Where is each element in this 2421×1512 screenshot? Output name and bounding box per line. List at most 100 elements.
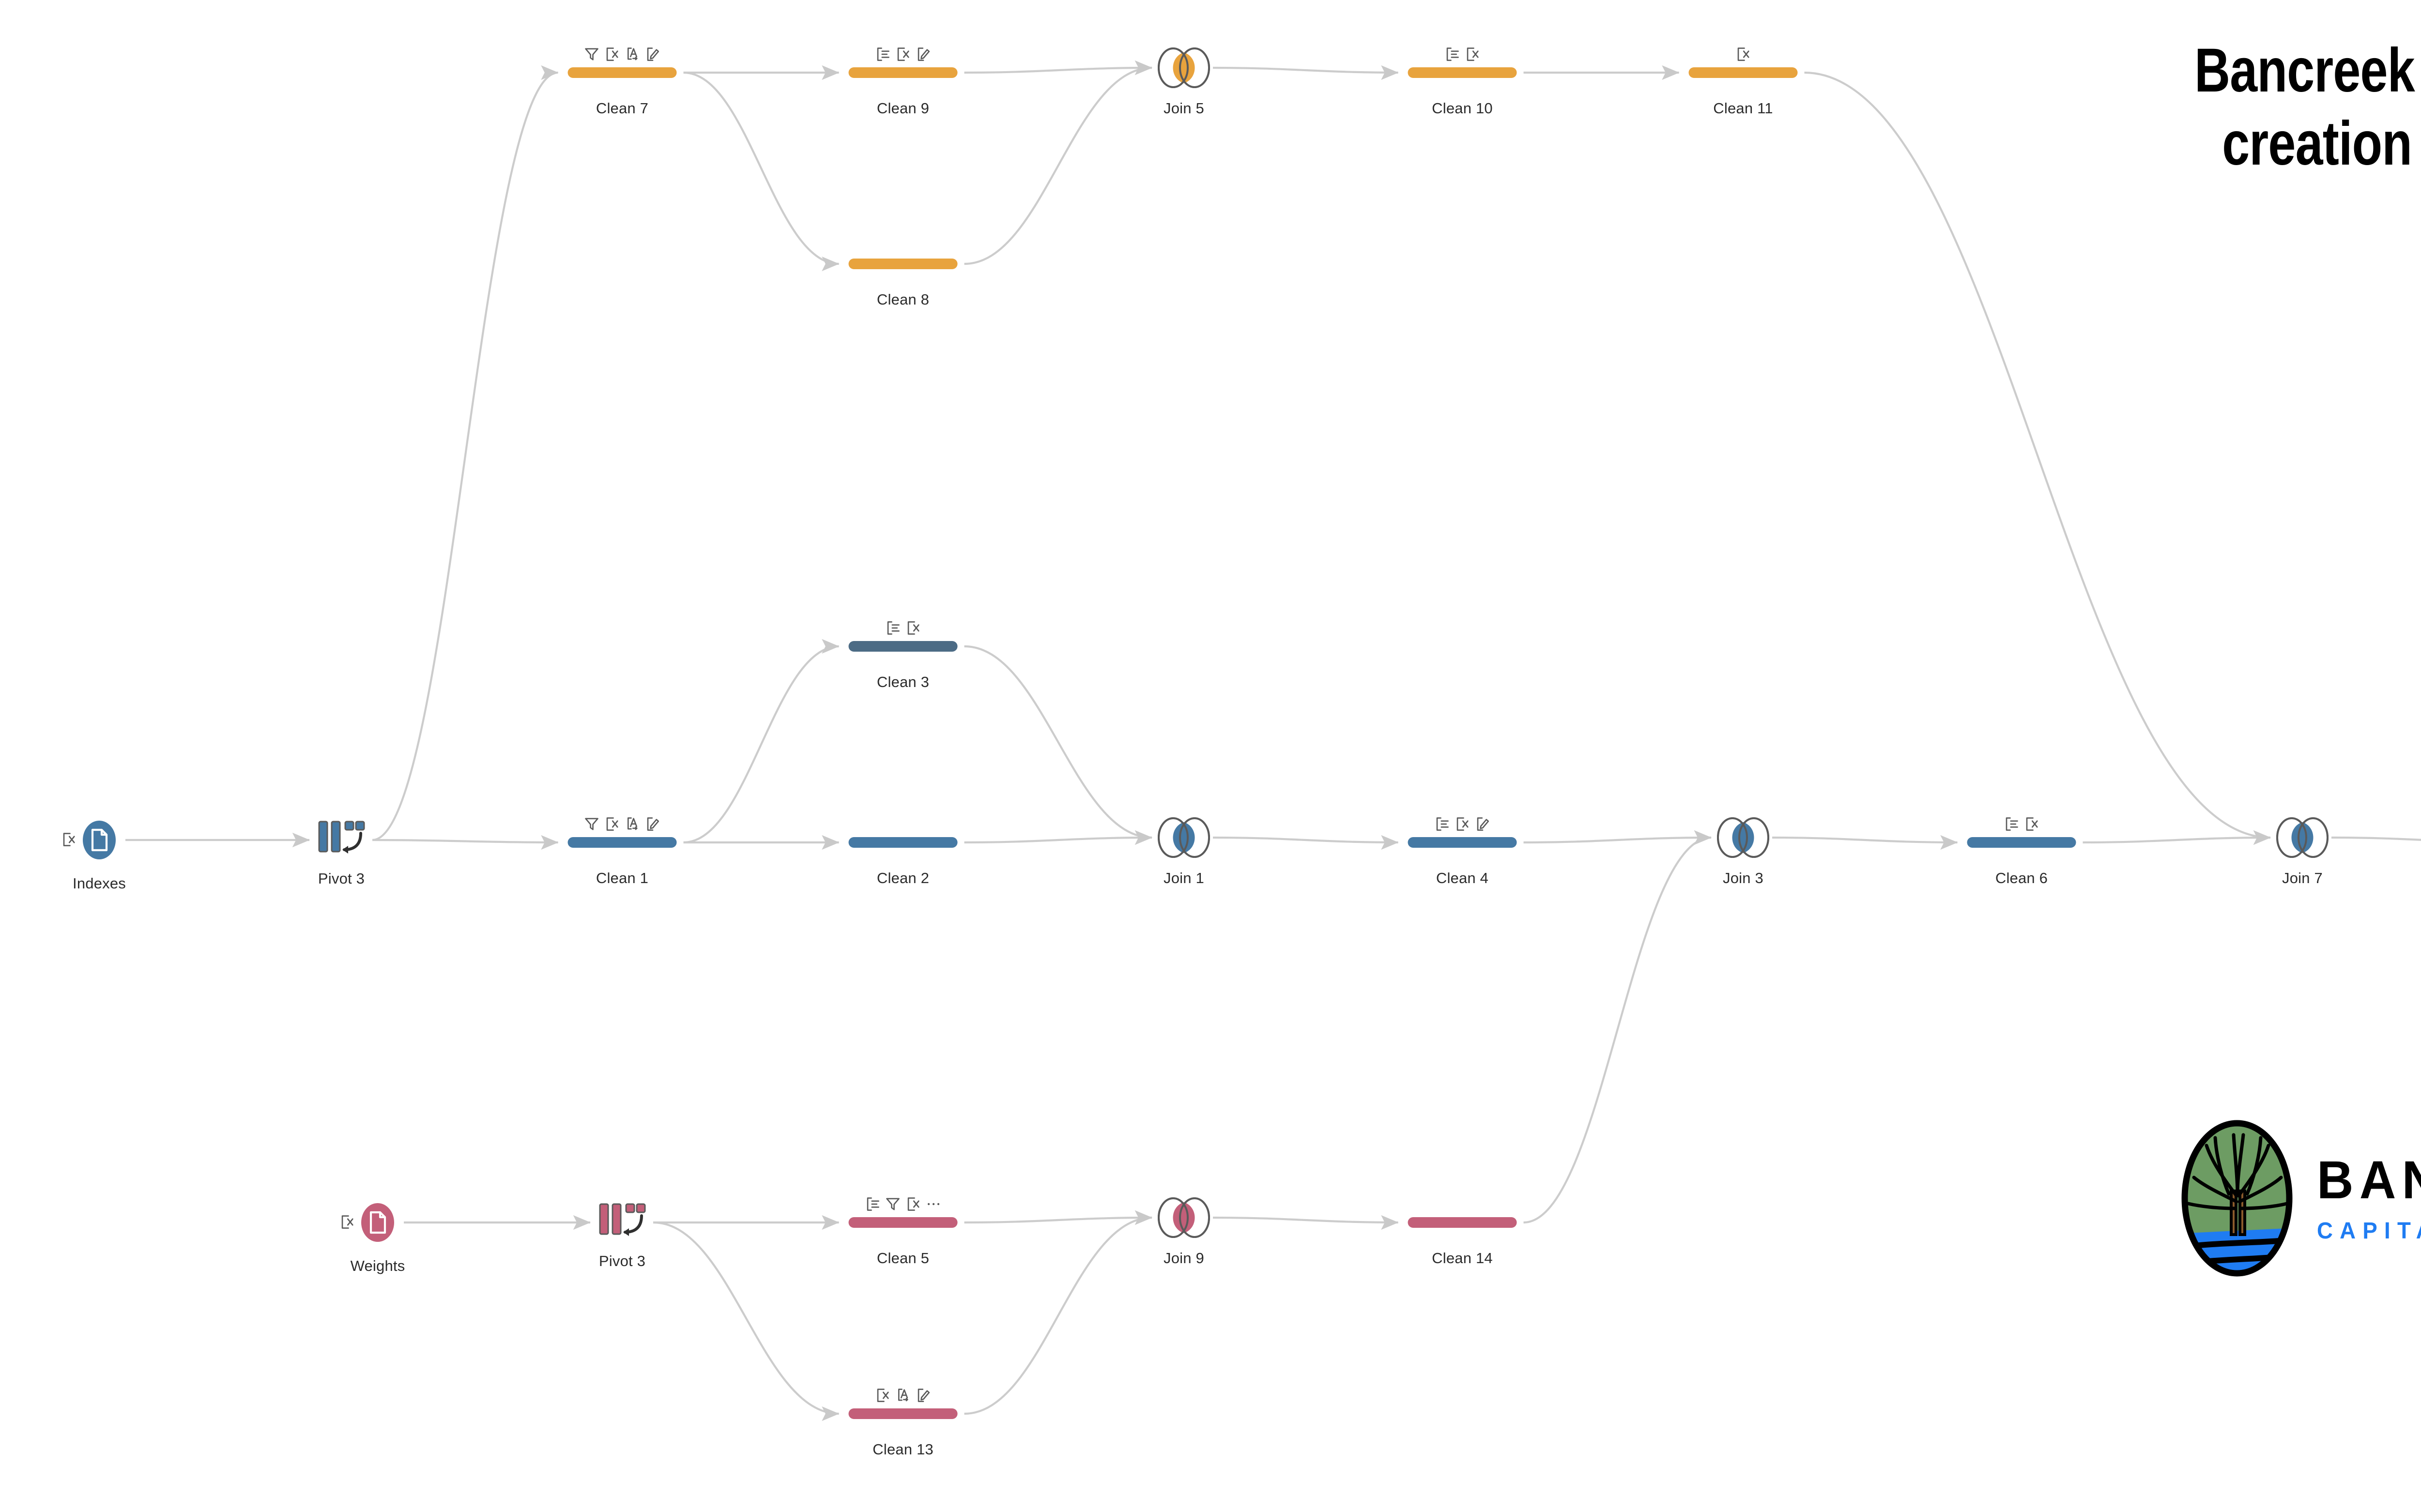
remove-column-x-icon[interactable] — [1737, 47, 1749, 61]
step-bar[interactable] — [848, 1408, 958, 1419]
pivot-arrow-head — [623, 1228, 629, 1236]
connector-clean3-to-join1 — [964, 645, 1152, 845]
split-column-icon[interactable] — [1436, 817, 1449, 831]
connector-clean5-to-join9 — [964, 1210, 1152, 1225]
node-join3[interactable] — [1717, 817, 1769, 858]
split-column-icon[interactable] — [1446, 47, 1459, 61]
node-join9[interactable] — [1158, 1197, 1210, 1238]
connector-pivot3a-to-clean1 — [372, 835, 559, 850]
node-join1[interactable] — [1158, 817, 1210, 858]
split-column-icon[interactable] — [877, 47, 889, 61]
node-label-weights: Weights — [350, 1257, 405, 1274]
step-bar[interactable] — [848, 837, 958, 848]
node-clean1[interactable] — [567, 817, 677, 848]
node-clean3[interactable] — [848, 621, 958, 652]
step-bar[interactable] — [1408, 67, 1517, 78]
node-clean14[interactable] — [1408, 1217, 1517, 1228]
step-bar[interactable] — [848, 641, 958, 652]
edit-pencil-icon[interactable] — [918, 1389, 930, 1402]
step-bar[interactable] — [567, 837, 677, 848]
step-bar[interactable] — [848, 67, 958, 78]
step-bar[interactable] — [1967, 837, 2076, 848]
remove-column-x-icon[interactable] — [63, 833, 75, 846]
step-bar[interactable] — [848, 259, 958, 269]
filter-funnel-icon[interactable] — [886, 1198, 900, 1210]
connector-pivot3a-to-clean7 — [372, 65, 559, 841]
filter-funnel-icon[interactable] — [585, 818, 598, 830]
node-clean9[interactable] — [848, 47, 958, 78]
node-label-clean7: Clean 7 — [596, 100, 649, 117]
node-weights[interactable] — [341, 1203, 394, 1242]
node-clean2[interactable] — [848, 837, 958, 848]
split-column-icon[interactable] — [887, 621, 900, 635]
step-bar[interactable] — [1688, 67, 1798, 78]
step-bar[interactable] — [1408, 837, 1517, 848]
connector-clean7-to-clean8 — [683, 71, 840, 272]
join-circle-left-outline — [1158, 1197, 1189, 1238]
split-column-icon[interactable] — [867, 1197, 879, 1211]
pivot-cell — [344, 821, 354, 831]
remove-column-x-icon[interactable] — [341, 1215, 353, 1229]
edit-pencil-icon[interactable] — [647, 817, 659, 831]
rename-field-a-icon[interactable] — [627, 47, 638, 61]
node-label-join1: Join 1 — [1164, 870, 1204, 886]
step-bar[interactable] — [1408, 1217, 1517, 1228]
node-join5[interactable] — [1158, 47, 1210, 88]
connector-clean1-to-clean3 — [683, 639, 840, 844]
remove-column-x-icon[interactable] — [1467, 47, 1479, 61]
edit-pencil-icon[interactable] — [918, 47, 930, 61]
node-label-pivot3b: Pivot 3 — [598, 1252, 646, 1269]
split-column-icon[interactable] — [2006, 817, 2018, 831]
remove-column-x-icon[interactable] — [2026, 817, 2038, 831]
join-circle-left-outline — [1717, 817, 1748, 858]
filter-funnel-icon[interactable] — [585, 48, 598, 61]
node-clean4[interactable] — [1408, 817, 1517, 848]
node-clean13[interactable] — [848, 1389, 958, 1420]
node-label-clean10: Clean 10 — [1432, 100, 1493, 117]
node-label-clean14: Clean 14 — [1432, 1250, 1493, 1267]
node-join7[interactable] — [2276, 817, 2329, 858]
node-label-clean4: Clean 4 — [1436, 870, 1489, 886]
node-clean5[interactable] — [848, 1197, 958, 1228]
join-circle-right-outline — [1179, 47, 1210, 88]
edit-pencil-icon[interactable] — [1477, 817, 1489, 831]
rename-field-a-icon[interactable] — [627, 817, 638, 830]
node-clean11[interactable] — [1688, 47, 1798, 78]
input-node-ellipse[interactable] — [361, 1203, 394, 1242]
logo-wordmark: BANCREEK CAPITAL ADVISORS — [2317, 1154, 2421, 1243]
file-icon — [91, 828, 108, 852]
edit-pencil-icon[interactable] — [647, 47, 659, 61]
connector-clean11-to-join7 — [1804, 71, 2271, 845]
pivot-cell — [625, 1203, 635, 1213]
page-title-line-2: creation flow diagram — [2222, 109, 2421, 179]
node-indexes[interactable] — [63, 821, 116, 859]
rename-field-a-icon[interactable] — [898, 1389, 908, 1402]
step-bar[interactable] — [848, 1217, 958, 1228]
node-pivot3a[interactable] — [318, 821, 365, 854]
remove-column-x-icon[interactable] — [606, 817, 618, 831]
join-circle-left-outline — [1158, 817, 1189, 858]
node-label-clean13: Clean 13 — [873, 1441, 934, 1458]
more-ellipsis-icon[interactable] — [927, 1203, 940, 1206]
remove-column-x-icon[interactable] — [907, 621, 919, 635]
remove-column-x-icon[interactable] — [1456, 817, 1469, 831]
pivot-cell — [636, 1203, 646, 1213]
step-bar[interactable] — [567, 67, 677, 78]
remove-column-x-icon[interactable] — [907, 1197, 919, 1211]
node-label-clean11: Clean 11 — [1713, 100, 1773, 117]
node-clean7[interactable] — [567, 47, 677, 78]
node-clean8[interactable] — [848, 259, 958, 269]
node-label-clean2: Clean 2 — [876, 870, 930, 886]
pivot-arrow-head — [342, 846, 348, 854]
remove-column-x-icon[interactable] — [63, 833, 75, 846]
remove-column-x-icon[interactable] — [897, 47, 909, 61]
node-clean10[interactable] — [1408, 47, 1517, 78]
input-node-ellipse[interactable] — [83, 821, 116, 859]
remove-column-x-icon[interactable] — [341, 1215, 353, 1229]
node-clean6[interactable] — [1967, 817, 2076, 848]
remove-column-x-icon[interactable] — [877, 1389, 889, 1402]
node-pivot3b[interactable] — [599, 1203, 646, 1236]
remove-column-x-icon[interactable] — [606, 47, 618, 61]
tree-over-creek-oval-logo-icon — [2181, 1120, 2293, 1277]
